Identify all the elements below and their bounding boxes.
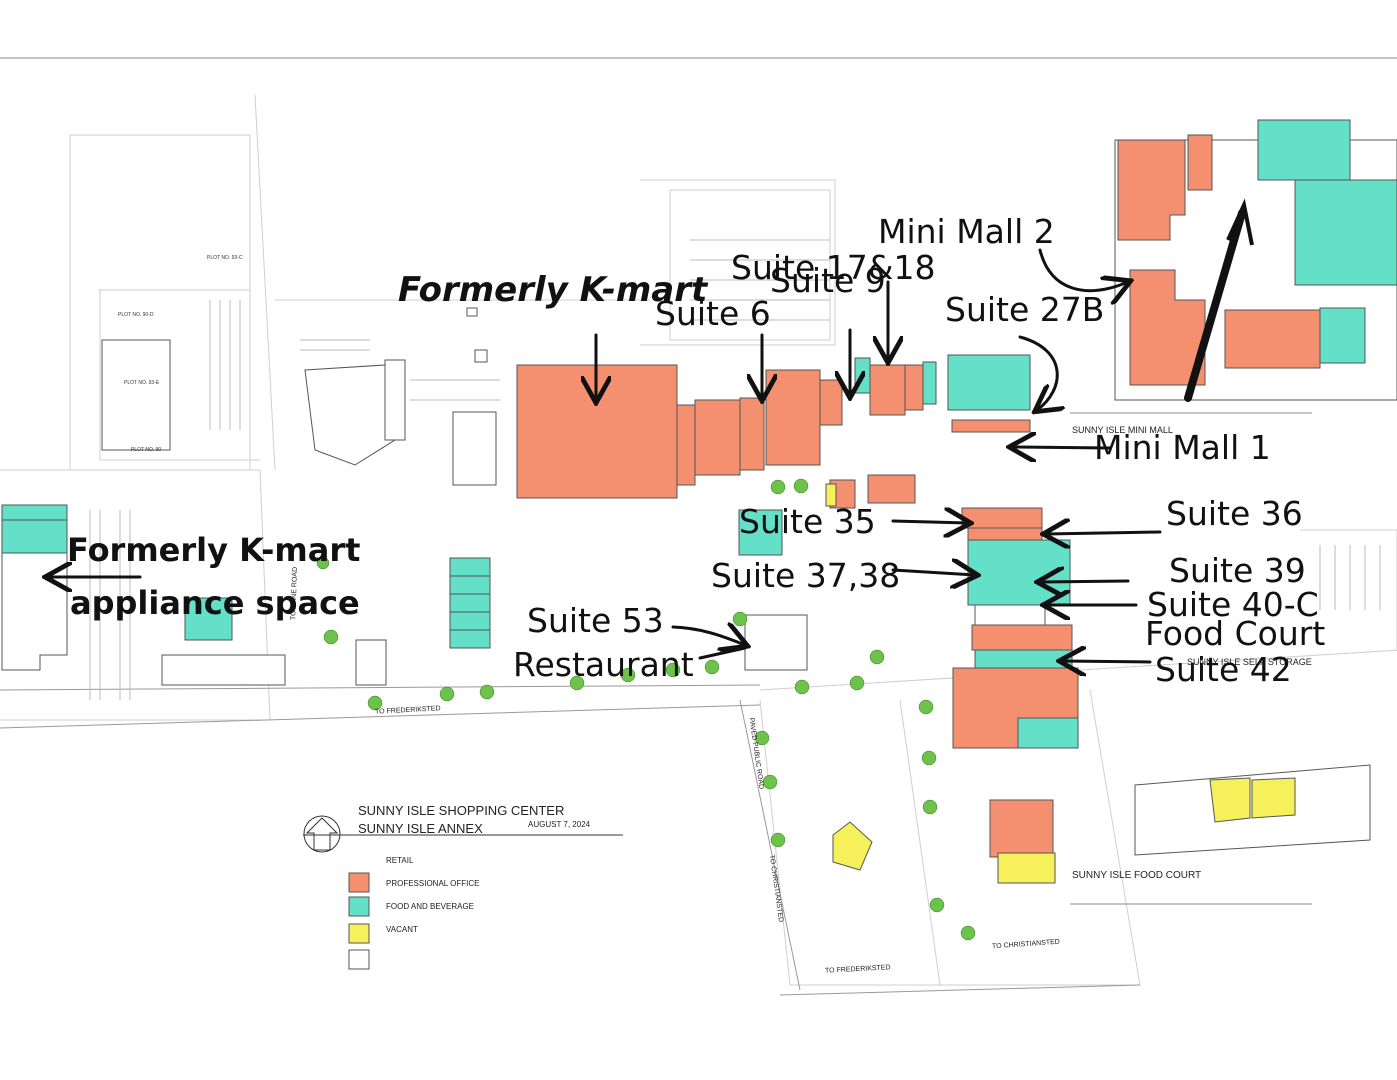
annotation-suite-17-18: Suite 17&18 <box>731 248 936 287</box>
parking-stripes <box>89 239 1381 700</box>
arrow-suite-35 <box>891 521 968 523</box>
self-storage-label: SUNNY ISLE SELF STORAGE <box>1187 657 1312 667</box>
plot-label: PLOT NO. 93-E <box>124 380 160 386</box>
annotation-mini-mall-2: Mini Mall 2 <box>878 212 1055 251</box>
arrow-suite-36 <box>1046 532 1162 534</box>
east-column <box>744 507 1079 884</box>
parcel-outlines <box>0 94 1397 986</box>
legend-swatch-food-and-beverage <box>348 896 370 917</box>
arrow-suite-39 <box>1040 581 1130 582</box>
legend-swatches <box>348 872 370 970</box>
trees <box>316 478 976 941</box>
annotation-restaurant: Restaurant <box>513 645 694 684</box>
mini-mall-label: SUNNY ISLE MINI MALL <box>1072 425 1173 435</box>
arrow-mini-mall-1 <box>1012 447 1112 448</box>
legend-swatch-vacant <box>348 923 370 944</box>
plot-label: PLOT NO. 90 <box>131 447 162 453</box>
arrow-restaurant <box>698 646 747 660</box>
main-strip <box>516 354 1031 556</box>
map-date: AUGUST 7, 2024 <box>528 820 591 829</box>
arrow-suite-37-38 <box>891 570 975 575</box>
annotation-suite-27b: Suite 27B <box>945 290 1105 329</box>
food-court-inset <box>1134 764 1371 856</box>
annotation-formerly-kmart: Formerly K-mart <box>398 270 708 310</box>
map-subtitle: SUNNY ISLE ANNEX <box>358 821 483 836</box>
annotation-formerly-kmart-appliance-line2: appliance space <box>70 584 360 622</box>
annotation-suite-39: Suite 39 <box>1169 551 1306 590</box>
north-arrow <box>303 815 341 853</box>
annotation-mini-mall-1: Mini Mall 1 <box>1094 428 1271 467</box>
arrow-mini-mall-2-inset <box>1184 209 1246 402</box>
annotation-formerly-kmart-appliance-line1: Formerly K-mart <box>67 531 361 569</box>
annotation-suite-6: Suite 6 <box>655 294 771 333</box>
annotation-suite-9: Suite 9 <box>770 261 886 300</box>
annotation-suite-37-38: Suite 37,38 <box>711 556 901 595</box>
food-court-label: SUNNY ISLE FOOD COURT <box>1072 870 1202 881</box>
annotation-suite-53: Suite 53 <box>527 601 664 640</box>
left-buildings <box>1 307 497 686</box>
main-road <box>0 684 1141 996</box>
annotation-suite-35: Suite 35 <box>739 502 876 541</box>
annotation-suite-36: Suite 36 <box>1166 494 1303 533</box>
mini-mall-2-inset <box>1114 119 1397 401</box>
annotation-suite-40c: Suite 40-C <box>1147 585 1319 624</box>
plot-label: PLOT NO. 93-C <box>207 255 243 261</box>
legend-swatch-professional-office <box>348 872 370 893</box>
arrow-mini-mall-2-inset-head <box>1226 198 1254 246</box>
legend-label-vacant: VACANT <box>386 925 418 934</box>
legend-swatch-retail-box <box>348 949 370 970</box>
arrow-suite-42 <box>1062 661 1152 662</box>
annotation-arrows <box>48 248 1162 662</box>
arrow-suite-27b <box>1018 335 1057 410</box>
map-title: SUNNY ISLE SHOPPING CENTER <box>358 803 565 818</box>
plot-label: PLOT NO. 90-D <box>118 312 154 318</box>
legend-label-professional-office: PROFESSIONAL OFFICE <box>386 879 480 888</box>
legend-label-food-and-beverage: FOOD AND BEVERAGE <box>386 902 475 911</box>
arrow-suite-53 <box>671 627 745 645</box>
annotation-food-court: Food Court <box>1145 614 1326 653</box>
legend-label-retail: RETAIL <box>386 856 414 865</box>
annotation-suite-42: Suite 42 <box>1155 650 1292 689</box>
arrow-mini-mall-2 <box>1038 248 1128 291</box>
